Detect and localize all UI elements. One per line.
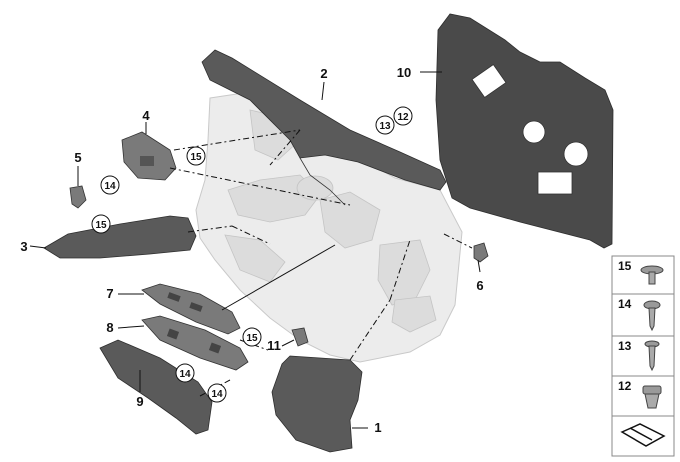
part-9-lower-trim: [99, 339, 213, 435]
fastener-legend: 15 14 13 12: [611, 255, 675, 457]
callout-4: 4: [142, 108, 150, 123]
circled-12: 12: [393, 106, 413, 126]
svg-text:15: 15: [190, 152, 202, 163]
callout-10: 10: [397, 65, 411, 80]
part-5-clip: [69, 185, 87, 209]
callout-1: 1: [374, 420, 381, 435]
circled-13: 13: [375, 115, 395, 135]
circled-14-bot: 14: [207, 383, 227, 403]
svg-text:12: 12: [618, 379, 632, 393]
svg-text:12: 12: [397, 112, 409, 123]
part-8-armrest-carrier: [141, 315, 249, 371]
svg-text:14: 14: [104, 181, 116, 192]
svg-text:13: 13: [379, 121, 391, 132]
circled-15-top: 15: [186, 146, 206, 166]
part-2-upper-trim: [201, 49, 447, 206]
legend-item-15: 15: [611, 255, 675, 295]
svg-text:15: 15: [618, 259, 632, 273]
svg-text:14: 14: [211, 389, 223, 400]
part-10-insulation-panel: [435, 13, 614, 249]
callout-7: 7: [106, 286, 113, 301]
svg-text:14: 14: [179, 369, 191, 380]
leader-lines: [29, 71, 481, 429]
circled-15-low: 15: [242, 327, 262, 347]
circled-15-mid: 15: [91, 214, 111, 234]
legend-item-12: 12: [611, 375, 675, 417]
legend-item-13: 13: [611, 335, 675, 377]
circled-14-low: 14: [175, 363, 195, 383]
legend-item-14: 14: [611, 293, 675, 337]
part-1-map-pocket: [271, 355, 363, 453]
screw-flange-head-icon: [640, 265, 664, 285]
callout-3: 3: [20, 239, 27, 254]
screw-countersunk-icon: [644, 340, 660, 372]
fold-direction-icon: [620, 423, 666, 447]
svg-text:14: 14: [618, 297, 632, 311]
callout-6: 6: [476, 278, 483, 293]
part-6-clip: [473, 242, 489, 263]
expanding-nut-icon: [642, 385, 662, 409]
part-3-trim-strip: [43, 215, 197, 259]
part-7-switch-bezel: [141, 283, 241, 335]
circled-14-top: 14: [100, 175, 120, 195]
callout-5: 5: [74, 150, 81, 165]
svg-text:15: 15: [95, 220, 107, 231]
screw-pan-head-icon: [643, 300, 661, 332]
callout-8: 8: [106, 320, 113, 335]
svg-text:13: 13: [618, 339, 632, 353]
legend-item-fold: [611, 415, 675, 457]
part-4-mirror-cover: [121, 131, 177, 181]
callout-11: 11: [267, 338, 281, 353]
callout-2: 2: [320, 66, 327, 81]
svg-text:15: 15: [246, 333, 258, 344]
part-11-bracket: [291, 327, 309, 347]
callout-9: 9: [136, 394, 143, 409]
